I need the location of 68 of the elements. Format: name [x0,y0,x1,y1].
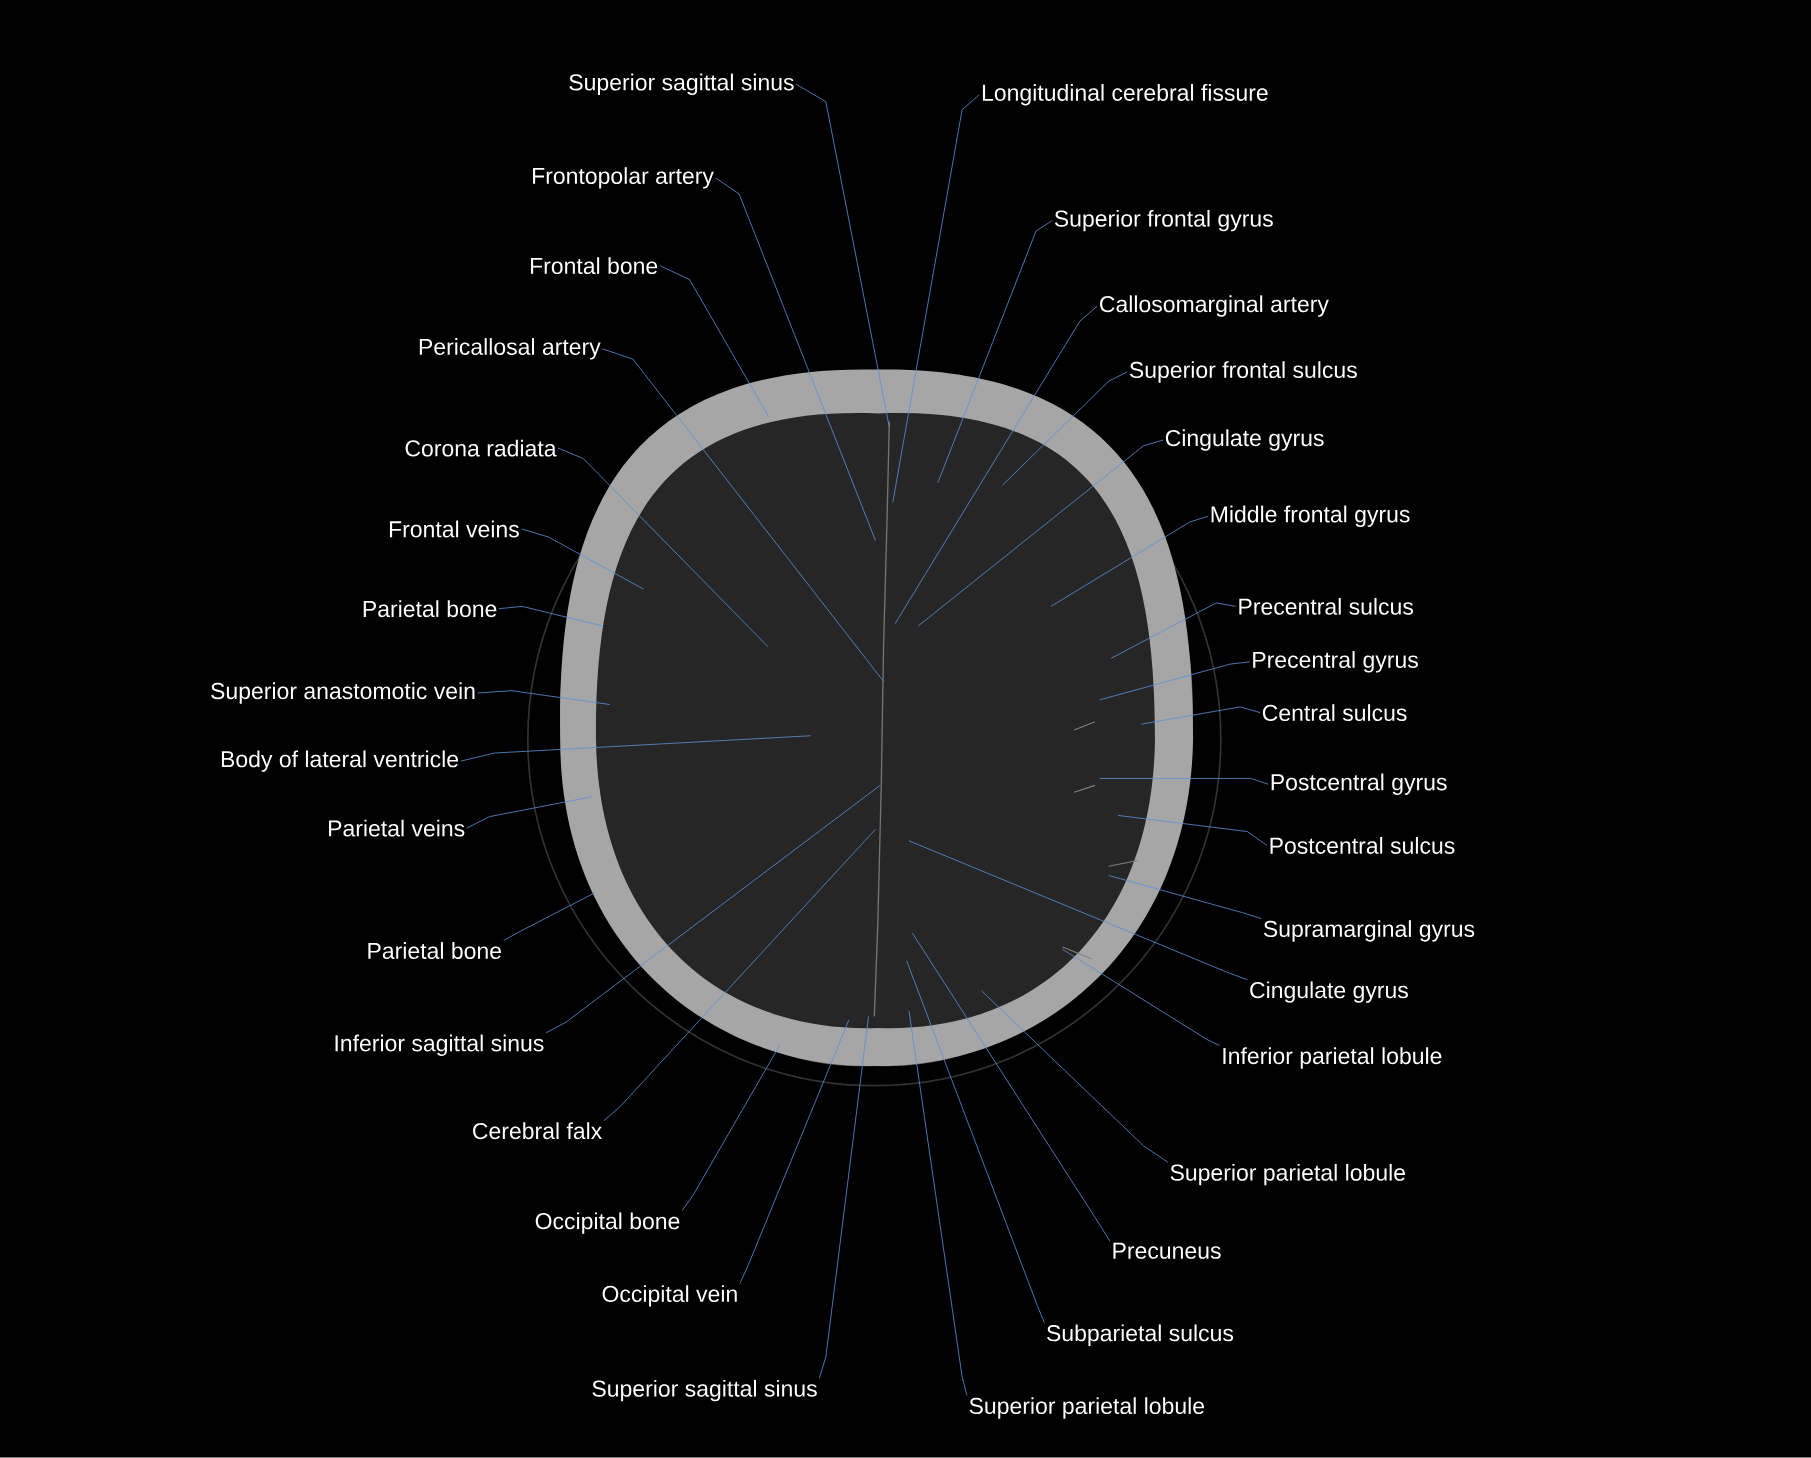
leader-line [520,528,644,590]
leader-line [715,177,876,542]
leader-line [981,990,1169,1163]
label-text: Central sulcus [1262,704,1407,722]
label-text: Superior parietal lobule [1170,1164,1405,1186]
label-text: Parietal veins [329,819,465,837]
leader-line [908,840,1248,981]
leader-line [906,960,1045,1324]
leader-line [603,829,876,1122]
leader-line [498,606,604,627]
label-text: Cingulate gyrus [1165,429,1324,451]
label-text: Pericallosal artery [419,338,601,360]
label-text: Body of lateral ventricle [221,750,459,773]
leader-line [557,447,769,648]
label-text: Superior sagittal sinus [569,73,794,96]
leader-line [894,305,1098,625]
leader-line [477,690,611,706]
leader-line [1117,815,1268,847]
label-text: Middle frontal gyrus [1211,505,1410,528]
label-text: Postcentral gyrus [1271,773,1447,796]
leader-line [460,735,812,762]
label-text: Frontopolar artery [533,167,714,189]
leader-line [892,94,980,504]
label-text: Supramarginal gyrus [1263,920,1475,942]
label-text: Superior anastomotic vein [211,682,475,704]
leader-line [1140,706,1261,725]
leader-line [1108,875,1262,920]
leader-line [1099,661,1251,701]
leader-line [917,439,1164,627]
label-text: Corona radiata [405,439,557,457]
label-text: Precentral gyrus [1253,651,1418,673]
label-text: Occipital bone [535,1212,680,1235]
label-text: Frontal bone [531,257,658,275]
leader-line [912,933,1111,1242]
leader-line [795,84,890,428]
leader-line [1110,602,1237,659]
leader-line [1002,371,1128,486]
leader-line [1099,778,1269,785]
label-text: Superior parietal lobule [969,1397,1205,1419]
label-text: Subparietal sulcus [1047,1324,1234,1347]
leader-line [937,220,1053,484]
label-text: Longitudinal cerebral fissure [982,84,1268,106]
leader-line [681,1045,781,1212]
label-text: Superior frontal sulcus [1129,361,1357,383]
label-text: Postcentral sulcus [1270,837,1455,855]
label-text: Superior sagittal sinus [592,1380,817,1402]
label-text: Occipital vein [602,1285,737,1307]
label-text: Cerebral falx [473,1122,602,1140]
label-text: Inferior parietal lobule [1223,1047,1442,1069]
leader-line [545,785,881,1034]
label-text: Callosomarginal artery [1100,295,1329,317]
label-text: Parietal bone [368,942,501,960]
leader-line [1050,516,1209,607]
leader-line [466,796,592,829]
label-text: Parietal bone [363,600,497,618]
label-text: Cingulate gyrus [1250,981,1408,1004]
label-text: Precentral sulcus [1239,598,1413,616]
label-text: Precuneus [1113,1243,1221,1260]
leader-line [659,265,769,417]
leader-line [908,1010,968,1397]
leader-line [601,348,884,683]
label-text: Frontal veins [389,520,519,538]
label-text: Inferior sagittal sinus [335,1034,544,1057]
leader-line [818,1016,869,1379]
leader-line [1062,949,1221,1047]
leader-line [739,1019,850,1285]
label-text: Superior frontal gyrus [1054,210,1273,232]
leader-line [503,892,596,942]
